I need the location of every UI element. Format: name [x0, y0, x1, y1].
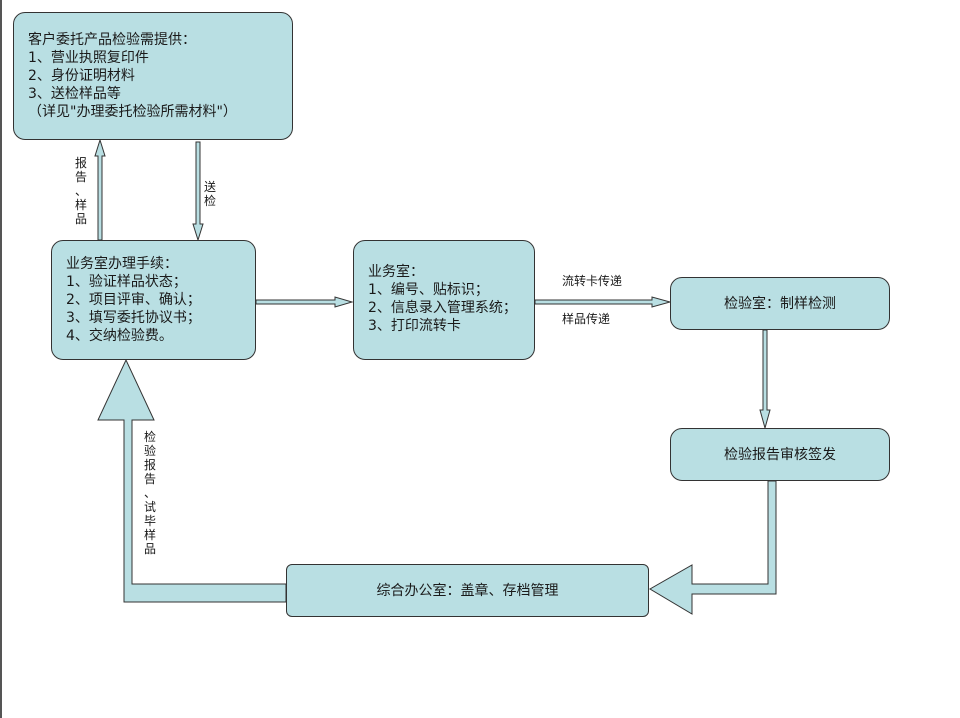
- client-box-line: 3、送检样品等: [28, 86, 121, 102]
- label-char: 、: [74, 184, 87, 198]
- label-char: 品: [143, 542, 156, 556]
- business-procedure-title: 业务室办理手续：: [66, 256, 178, 272]
- label-char: 告: [143, 472, 156, 486]
- label-char: 试: [143, 500, 156, 514]
- label-char: 报: [143, 458, 156, 472]
- label-char: 告: [74, 170, 87, 184]
- window-left-edge: [0, 0, 2, 718]
- business-procedure-line: 1、验证样品状态；: [66, 274, 187, 290]
- label-char: 送: [203, 180, 216, 194]
- arrow-general-office-to-procedure: [97, 358, 287, 603]
- sample-transfer-label: 样品传递: [562, 312, 611, 326]
- label-char: 、: [143, 486, 156, 500]
- arrow-down-send-test: [192, 141, 204, 242]
- lab-box: 检验室：制样检测: [670, 277, 890, 330]
- arrow-right-office-to-lab: [534, 296, 672, 308]
- label-char: 验: [143, 444, 156, 458]
- lab-box-title: 检验室：制样检测: [724, 295, 836, 312]
- label-char: 品: [74, 212, 87, 226]
- label-char: 报: [74, 156, 87, 170]
- business-office-line: 1、编号、贴标识；: [368, 282, 489, 298]
- business-procedure-box: 业务室办理手续： 1、验证样品状态； 2、项目评审、确认； 3、填写委托协议书；…: [51, 240, 256, 360]
- label-char: 检: [143, 430, 156, 444]
- general-office-box: 综合办公室：盖章、存档管理: [286, 564, 649, 617]
- business-office-title: 业务室：: [368, 264, 424, 280]
- general-office-title: 综合办公室：盖章、存档管理: [376, 582, 559, 599]
- client-box-title: 客户委托产品检验需提供：: [28, 32, 196, 48]
- business-procedure-line: 3、填写委托协议书；: [66, 310, 201, 326]
- client-box-line: 1、营业执照复印件: [28, 50, 149, 66]
- business-office-line: 2、信息录入管理系统；: [368, 300, 517, 316]
- business-procedure-line: 2、项目评审、确认；: [66, 292, 201, 308]
- client-box-line: 2、身份证明材料: [28, 68, 135, 84]
- label-char: 样: [143, 528, 156, 542]
- client-materials-box: 客户委托产品检验需提供： 1、营业执照复印件 2、身份证明材料 3、送检样品等 …: [13, 12, 293, 140]
- send-test-label: 送 检: [203, 180, 217, 208]
- label-char: 检: [203, 194, 216, 208]
- arrow-right-procedure-to-office: [255, 296, 354, 308]
- label-char: 样: [74, 198, 87, 212]
- report-sample-label: 报 告 、 样 品: [74, 156, 88, 226]
- arrow-up-report-sample: [94, 138, 106, 241]
- business-office-line: 3、打印流转卡: [368, 318, 461, 334]
- client-box-line: （详见"办理委托检验所需材料"）: [28, 104, 237, 120]
- transfer-card-label: 流转卡传递: [562, 274, 623, 288]
- arrow-down-lab-to-report: [759, 329, 771, 430]
- report-review-title: 检验报告审核签发: [724, 446, 836, 463]
- business-office-box: 业务室： 1、编号、贴标识； 2、信息录入管理系统； 3、打印流转卡: [353, 240, 535, 360]
- return-report-label: 检 验 报 告 、 试 毕 样 品: [143, 430, 157, 556]
- business-procedure-line: 4、交纳检验费。: [66, 328, 173, 344]
- arrow-report-to-general-office: [649, 480, 777, 615]
- report-review-box: 检验报告审核签发: [670, 428, 890, 481]
- label-char: 毕: [143, 514, 156, 528]
